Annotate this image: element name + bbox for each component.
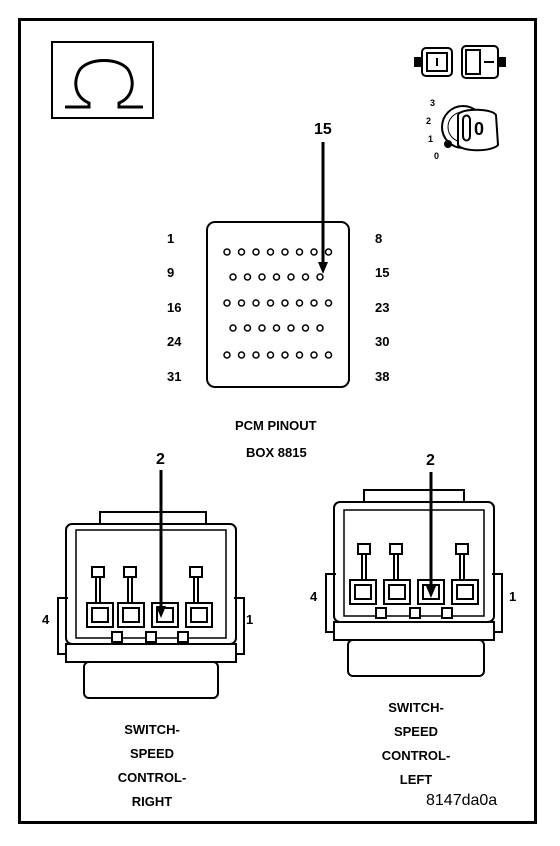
pin-label-38: 38 — [375, 369, 390, 384]
switch-left-pin-4-label: 4 — [310, 589, 318, 604]
switch-left-caption-line-2: SPEED — [393, 724, 439, 739]
ignition-position-0: 0 — [434, 151, 440, 161]
switch-left-pin-2-callout: 2 — [426, 452, 435, 469]
pin-label-15: 15 — [375, 265, 390, 280]
diagram-frame — [18, 18, 537, 824]
omega-symbol-icon — [51, 41, 154, 119]
ignition-key-label: 0 — [474, 119, 485, 139]
switch-right-pin-2-callout: 2 — [156, 451, 165, 468]
pcm-box-number: BOX 8815 — [246, 445, 307, 460]
switch-left-pin-1-label: 1 — [509, 589, 517, 604]
switch-right-caption-line-2: SPEED — [129, 746, 175, 761]
pin-label-1: 1 — [167, 231, 175, 246]
pin-label-24: 24 — [167, 334, 182, 349]
switch-right-caption-line-3: CONTROL- — [117, 770, 187, 785]
figure-reference-id: 8147da0a — [426, 792, 498, 809]
pin-label-16: 16 — [167, 300, 182, 315]
pin-label-8: 8 — [375, 231, 383, 246]
switch-right-pin-4-label: 4 — [42, 612, 50, 627]
switch-left-caption-line-3: CONTROL- — [381, 748, 451, 763]
switch-right-caption-line-1: SWITCH- — [124, 722, 180, 737]
pin-15-callout: 15 — [314, 121, 332, 138]
ignition-position-1: 1 — [428, 134, 434, 144]
switch-left-caption-line-1: SWITCH- — [388, 700, 444, 715]
ignition-position-2: 2 — [426, 116, 432, 126]
pcm-pinout-title: PCM PINOUT — [235, 418, 317, 433]
pin-label-30: 30 — [375, 334, 390, 349]
pin-label-31: 31 — [167, 369, 182, 384]
switch-left-caption-line-4: LEFT — [399, 772, 433, 787]
pin-label-9: 9 — [167, 265, 175, 280]
switch-right-pin-1-label: 1 — [246, 612, 254, 627]
switch-left-caption: SWITCH- SPEED CONTROL- LEFT — [346, 696, 486, 792]
switch-right-caption-line-4: RIGHT — [131, 794, 173, 809]
switch-right-caption: SWITCH- SPEED CONTROL- RIGHT — [82, 718, 222, 814]
ignition-position-3: 3 — [430, 98, 436, 108]
pin-label-23: 23 — [375, 300, 390, 315]
